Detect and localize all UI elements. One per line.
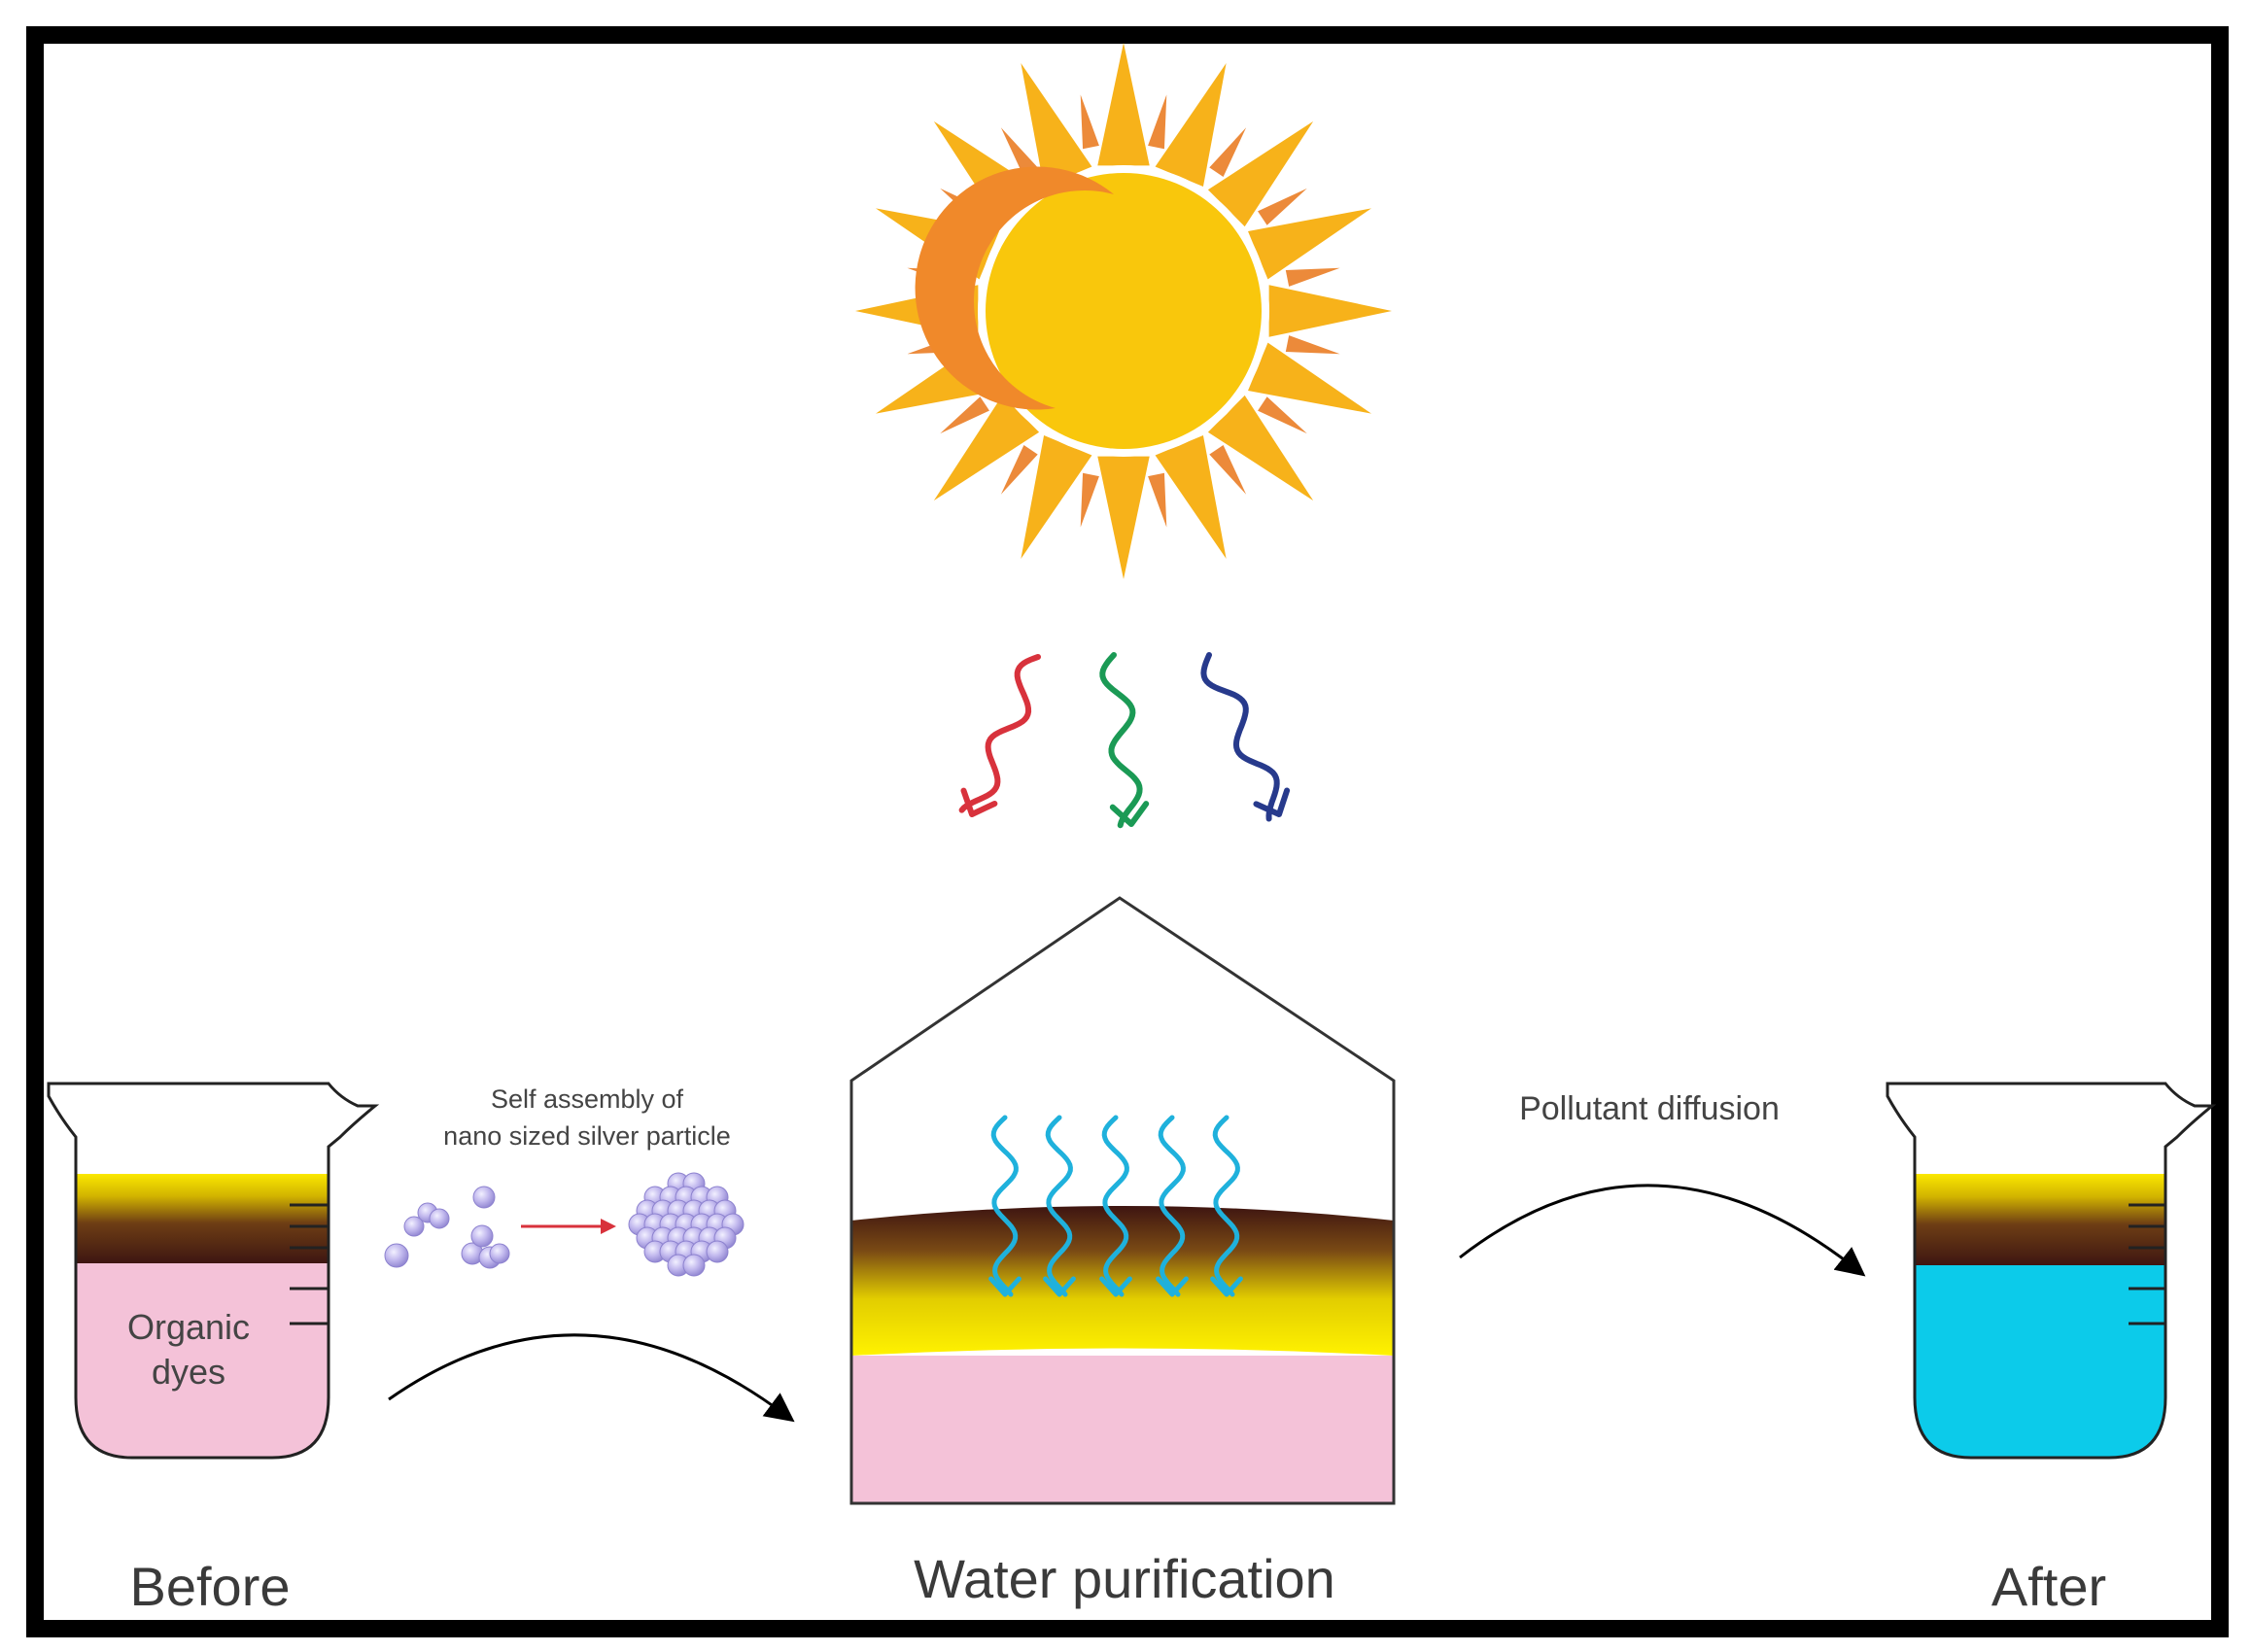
sun-ray — [1097, 43, 1150, 166]
sun-ray-accent — [1258, 188, 1307, 225]
sun-ray-accent — [1148, 94, 1167, 150]
sun-ray-accent — [1080, 94, 1099, 150]
beaker-after-clean-water — [1915, 1265, 2165, 1458]
sun-ray — [1155, 63, 1227, 187]
wavy-arrow-icon-cyan-5-head — [1210, 1276, 1243, 1297]
sun-ray-accent — [1285, 267, 1340, 287]
wavy-arrow-icon-red-head — [960, 787, 998, 817]
curved-arrow-to-after — [1459, 1184, 1866, 1277]
silver-nanoparticle — [472, 1186, 496, 1209]
sun-ray — [1207, 120, 1314, 227]
cluster-particle — [682, 1254, 706, 1277]
water-purification-label: Water purification — [914, 1548, 1335, 1609]
wavy-arrow-icon-green-line — [1099, 652, 1143, 829]
sun-ray — [1097, 456, 1150, 579]
sun-ray — [1248, 208, 1371, 280]
sun-ray-accent — [1209, 445, 1247, 495]
beaker-before-outline — [47, 1082, 380, 1460]
wavy-arrow-icon-cyan-2-line — [1045, 1115, 1073, 1297]
wavy-arrow-icon-green — [1099, 652, 1150, 829]
nanoparticle-assembly-arrow — [521, 1219, 616, 1234]
wavy-arrow-icon-blue — [1200, 652, 1291, 822]
beaker-before-pink-dye — [76, 1263, 329, 1458]
wavy-arrow-icon-cyan-4-line — [1158, 1115, 1186, 1297]
beaker-before: Organic dyes — [47, 1082, 380, 1460]
sun-ray — [1207, 395, 1314, 501]
wavy-arrow-icon-red-line — [958, 654, 1041, 813]
pollutant-diffusion-label: Pollutant diffusion — [1519, 1090, 1780, 1127]
wavy-arrow-icon-cyan-3 — [1099, 1115, 1132, 1297]
light-waves — [958, 652, 1291, 829]
beaker-after-outline — [1886, 1082, 2217, 1460]
wavy-arrow-icon-green-head — [1109, 801, 1150, 827]
curved-arrow-to-purification — [388, 1333, 795, 1423]
nanoparticle-cluster-icon — [628, 1172, 745, 1277]
after-label: After — [1991, 1556, 2106, 1617]
sun-ray-accent — [1080, 472, 1099, 528]
sun-ray-accent — [1148, 472, 1167, 528]
cluster-particle — [706, 1240, 729, 1263]
wavy-arrow-icon-cyan-3-line — [1101, 1115, 1129, 1297]
wavy-arrow-icon-cyan-2-head — [1043, 1276, 1076, 1297]
self-assembly-label-line1: Self assembly of — [491, 1084, 684, 1114]
wavy-arrow-icon-cyan-3-head — [1099, 1276, 1132, 1297]
silver-nanoparticle — [384, 1243, 409, 1268]
sun-ray — [933, 395, 1040, 501]
wavy-arrow-icon-cyan-5-line — [1212, 1115, 1240, 1297]
wavy-arrow-icon-cyan-1-head — [988, 1276, 1022, 1297]
outer-frame — [26, 26, 2229, 1637]
beaker-before-graduations — [290, 1203, 329, 1325]
sun-core — [986, 173, 1262, 449]
silver-nanoparticle-icon — [384, 1186, 510, 1269]
self-assembly-label-line2: nano sized silver particle — [443, 1121, 731, 1151]
wavy-arrow-icon-cyan-1 — [988, 1115, 1022, 1297]
wavy-arrow-icon-cyan-2 — [1043, 1115, 1076, 1297]
beaker-after-dark-layer — [1915, 1174, 2165, 1265]
sun-ray-accent — [1258, 396, 1307, 434]
sun-ray-accent — [940, 396, 989, 434]
sun-ray-accent — [1000, 445, 1038, 495]
chamber-outline — [849, 896, 1396, 1505]
wavy-arrow-icon-blue-head — [1253, 787, 1291, 817]
sun-ray-accent — [1285, 335, 1340, 355]
sun-ray — [1021, 63, 1092, 187]
sun-ray-accent — [1000, 127, 1038, 177]
wavy-arrow-icon-cyan-4-head — [1156, 1276, 1189, 1297]
silver-nanoparticle — [403, 1216, 425, 1237]
beaker-after — [1886, 1082, 2217, 1460]
sun-ray — [1268, 285, 1392, 337]
wavy-arrow-icon-red — [958, 654, 1041, 817]
silver-nanoparticle — [470, 1224, 494, 1248]
silver-nanoparticle — [429, 1208, 450, 1229]
organic-dyes-label-line2: dyes — [152, 1352, 225, 1392]
chamber-pollutant-layer — [851, 1206, 1394, 1356]
wavy-arrow-icon-blue-line — [1200, 652, 1280, 822]
beaker-after-graduations — [2129, 1203, 2165, 1325]
sun-ray — [1155, 435, 1227, 559]
purification-chamber — [849, 896, 1396, 1505]
wavy-arrow-icon-cyan-5 — [1210, 1115, 1243, 1297]
organic-dyes-label-line1: Organic — [127, 1307, 250, 1347]
before-label: Before — [130, 1556, 291, 1617]
sun-ray-accent — [1209, 127, 1247, 177]
beaker-before-dark-layer — [76, 1174, 329, 1263]
sun-crescent — [915, 166, 1114, 410]
silver-nanoparticle — [489, 1243, 510, 1264]
wavy-arrow-icon-cyan-1-line — [990, 1115, 1019, 1297]
sun-icon — [855, 43, 1392, 579]
chamber-pink-water — [851, 1356, 1394, 1503]
sun-ray — [1248, 342, 1371, 414]
sun-ray — [1021, 435, 1092, 559]
wavy-arrow-icon-cyan-4 — [1156, 1115, 1189, 1297]
cyan-wave-arrows — [988, 1115, 1243, 1297]
